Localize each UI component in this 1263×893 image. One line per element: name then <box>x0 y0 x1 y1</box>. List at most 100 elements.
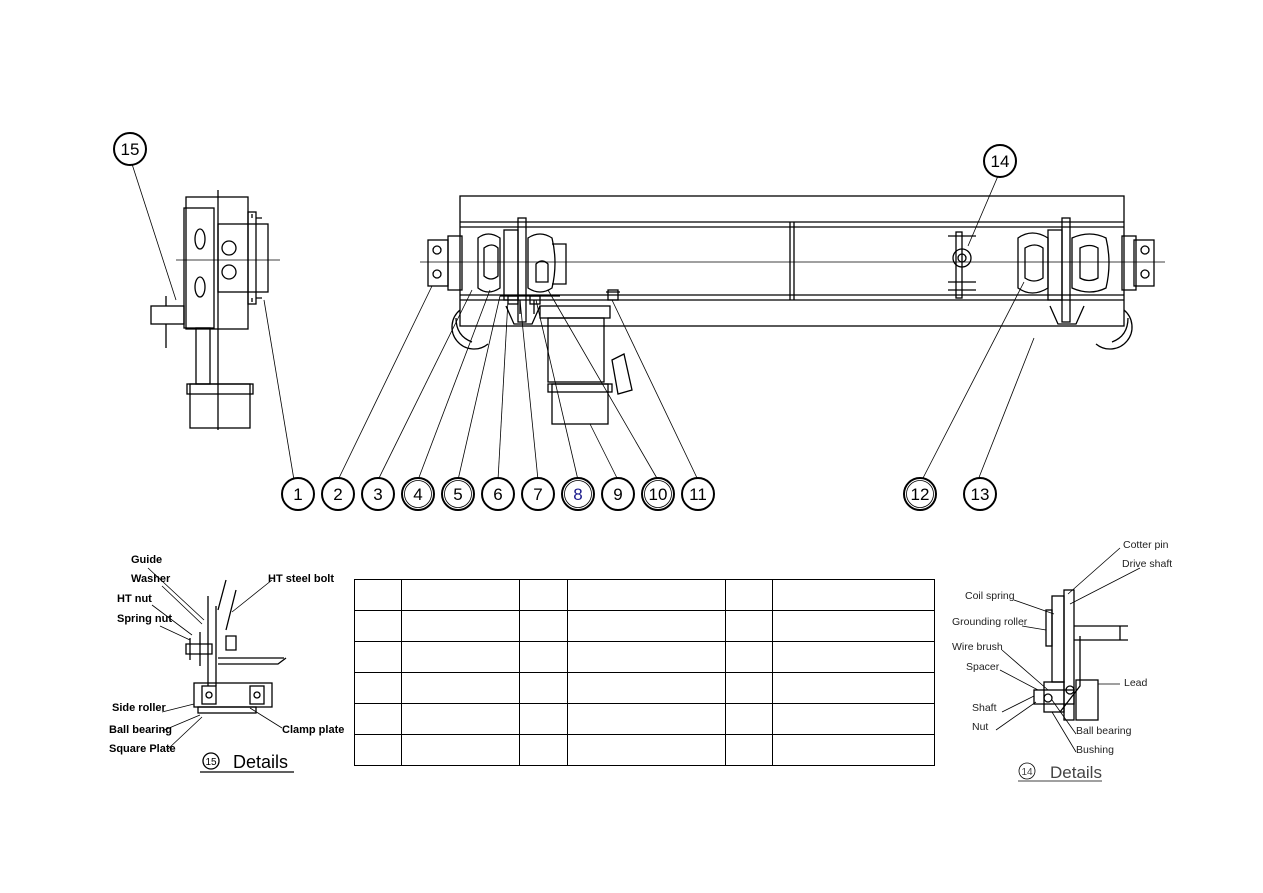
svg-text:Details: Details <box>233 752 288 772</box>
svg-text:Washer: Washer <box>131 573 171 585</box>
svg-text:13: 13 <box>971 485 990 504</box>
svg-text:Bushing: Bushing <box>1076 744 1114 756</box>
table-cell <box>519 734 568 766</box>
svg-text:Ball bearing: Ball bearing <box>109 724 172 736</box>
callout-9: 9 <box>601 477 635 511</box>
table-cell <box>354 641 402 673</box>
table-cell <box>354 734 402 766</box>
table-cell <box>772 734 935 766</box>
svg-text:6: 6 <box>493 485 502 504</box>
table-cell <box>567 610 726 642</box>
svg-text:Clamp plate: Clamp plate <box>282 724 344 736</box>
svg-text:11: 11 <box>689 485 707 504</box>
callout-10: 10 <box>641 477 675 511</box>
svg-text:Guide: Guide <box>131 554 162 566</box>
table-row <box>354 641 935 673</box>
side-view <box>150 190 280 430</box>
callout-1: 1 <box>281 477 315 511</box>
table-cell <box>401 579 520 611</box>
svg-text:7: 7 <box>533 485 542 504</box>
svg-text:12: 12 <box>911 485 930 504</box>
table-cell <box>519 579 568 611</box>
table-row <box>354 579 935 611</box>
callout-3: 3 <box>361 477 395 511</box>
callout-14: 14 <box>983 144 1017 178</box>
table-cell <box>354 672 402 704</box>
svg-text:Coil spring: Coil spring <box>965 590 1015 602</box>
table-row <box>354 734 935 766</box>
leader-lines <box>131 163 1035 481</box>
svg-text:Drive shaft: Drive shaft <box>1122 558 1172 570</box>
table-row <box>354 610 935 642</box>
table-cell <box>519 610 568 642</box>
svg-text:3: 3 <box>373 485 382 504</box>
callout-2: 2 <box>321 477 355 511</box>
svg-text:Wire brush: Wire brush <box>952 641 1003 653</box>
table-cell <box>401 610 520 642</box>
detail-15: Guide Washer HT nut Spring nut HT steel … <box>109 554 344 773</box>
table-cell <box>725 641 773 673</box>
table-cell <box>519 641 568 673</box>
svg-text:5: 5 <box>453 485 462 504</box>
table-cell <box>772 672 935 704</box>
table-cell <box>401 641 520 673</box>
table-cell <box>567 703 726 735</box>
callout-4: 4 <box>401 477 435 511</box>
callout-13: 13 <box>963 477 997 511</box>
svg-text:Shaft: Shaft <box>972 702 997 714</box>
svg-text:Ball bearing: Ball bearing <box>1076 725 1132 737</box>
table-cell <box>519 703 568 735</box>
svg-text:Spacer: Spacer <box>966 661 1000 673</box>
svg-text:15: 15 <box>121 140 140 159</box>
table-cell <box>772 641 935 673</box>
table-row <box>354 703 935 735</box>
table-cell <box>354 579 402 611</box>
table-cell <box>772 703 935 735</box>
table-cell <box>354 610 402 642</box>
table-cell <box>567 734 726 766</box>
svg-text:Grounding roller: Grounding roller <box>952 616 1028 628</box>
svg-text:HT steel bolt: HT steel bolt <box>268 573 334 585</box>
svg-text:9: 9 <box>613 485 622 504</box>
svg-text:14: 14 <box>1021 767 1033 778</box>
svg-text:HT nut: HT nut <box>117 593 152 605</box>
callout-15: 15 <box>113 132 147 166</box>
svg-text:4: 4 <box>413 485 422 504</box>
callout-6: 6 <box>481 477 515 511</box>
table-cell <box>567 672 726 704</box>
svg-text:Side roller: Side roller <box>112 702 167 714</box>
callout-12: 12 <box>903 477 937 511</box>
table-cell <box>354 703 402 735</box>
callout-8: 8 <box>561 477 595 511</box>
table-cell <box>401 703 520 735</box>
table-cell <box>725 610 773 642</box>
svg-text:2: 2 <box>333 485 342 504</box>
callout-7: 7 <box>521 477 555 511</box>
front-view <box>420 195 1165 425</box>
table-row <box>354 672 935 704</box>
table-cell <box>772 610 935 642</box>
callouts: 15 14 1 2 3 4 5 6 7 8 9 10 11 12 13 <box>113 132 1017 511</box>
table-cell <box>567 579 726 611</box>
svg-text:Details: Details <box>1050 763 1102 782</box>
svg-text:15: 15 <box>205 757 217 768</box>
table-cell <box>567 641 726 673</box>
svg-text:Lead: Lead <box>1124 677 1148 689</box>
table-cell <box>725 672 773 704</box>
table-cell <box>725 734 773 766</box>
svg-text:Spring nut: Spring nut <box>117 613 172 625</box>
svg-text:Square Plate: Square Plate <box>109 743 176 755</box>
table-cell <box>401 734 520 766</box>
parts-table <box>354 579 935 766</box>
table-cell <box>725 579 773 611</box>
svg-text:1: 1 <box>293 485 302 504</box>
callout-5: 5 <box>441 477 475 511</box>
detail-14: Cotter pin Drive shaft Coil spring Groun… <box>952 539 1172 782</box>
table-cell <box>725 703 773 735</box>
svg-text:10: 10 <box>649 485 668 504</box>
svg-text:14: 14 <box>991 152 1010 171</box>
svg-text:Cotter pin: Cotter pin <box>1123 539 1169 551</box>
table-cell <box>772 579 935 611</box>
callout-11: 11 <box>681 477 715 511</box>
